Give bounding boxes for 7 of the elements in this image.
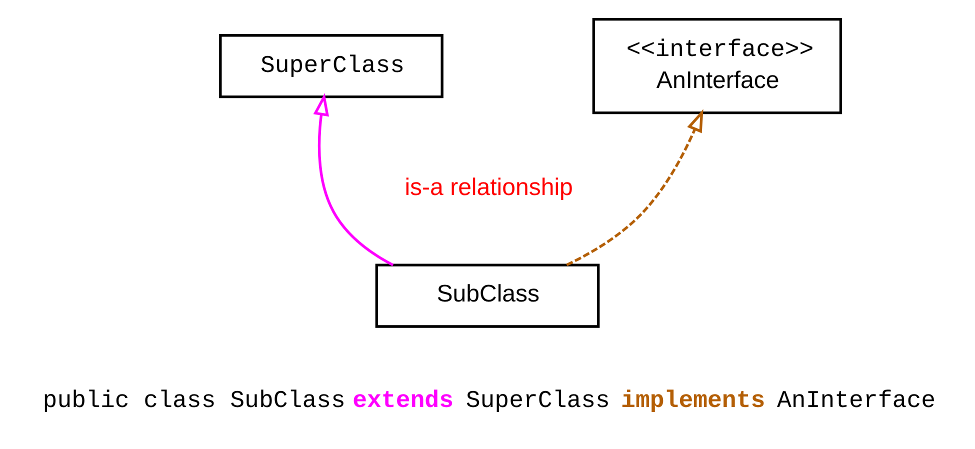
arrow: [566, 108, 704, 266]
node-box: SuperClass: [219, 34, 444, 98]
node-box: <<interface>> AnInterface: [592, 18, 842, 114]
label: public class SubClass extends SuperClass implements AnInterface: [42, 388, 936, 415]
arrow: [313, 92, 394, 266]
node-box: SubClass: [375, 263, 600, 328]
label: is-a relationship: [404, 173, 573, 200]
